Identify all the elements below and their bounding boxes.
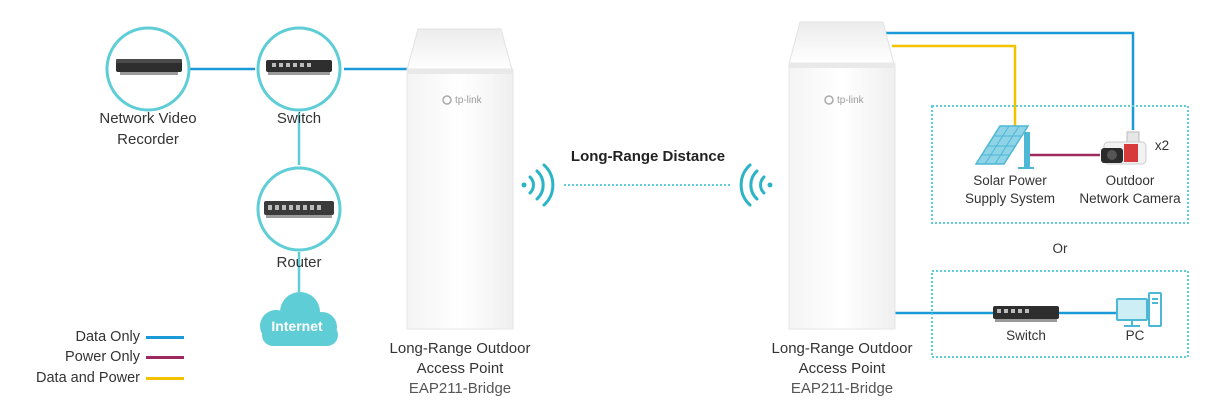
legend-label: Data Only: [75, 329, 140, 345]
ap-left-label-line2: Access Point: [416, 360, 504, 377]
router-node: [256, 166, 342, 252]
router-device-icon: [264, 201, 334, 218]
solar-label-line2: Supply System: [964, 191, 1056, 206]
solar-panel-icon: [974, 125, 1034, 169]
ap-right-model: EAP211-Bridge: [790, 380, 894, 397]
switch-pc-group-box: [931, 270, 1189, 358]
ap-right-label-line2: Access Point: [798, 360, 886, 377]
ap-right-brand: tp-link: [837, 95, 865, 106]
ap-left-label-line1: Long-Range Outdoor: [389, 340, 531, 357]
ap-right-device: [788, 21, 896, 330]
ap-left-brand: tp-link: [455, 95, 483, 106]
legend-item-data-and-power: Data and Power: [20, 368, 184, 388]
legend-item-data-only: Data Only: [20, 327, 184, 347]
camera-multiplier: x2: [1154, 138, 1170, 153]
ap-left-model: EAP211-Bridge: [408, 380, 512, 397]
camera-label-line2: Network Camera: [1079, 191, 1181, 206]
switch-left-node: [256, 26, 342, 112]
long-range-distance-label: Long-Range Distance: [570, 148, 726, 165]
solar-label-line1: Solar Power: [973, 173, 1047, 188]
ap-right-label-line1: Long-Range Outdoor: [771, 340, 913, 357]
switch-left-label: Switch: [276, 110, 322, 127]
camera-group-box: [931, 105, 1189, 224]
ap-camera-data-link: [884, 31, 1135, 130]
wireless-signal-right-icon: [739, 163, 773, 207]
nvr-label-line2: Recorder: [117, 131, 179, 148]
connections: [190, 31, 1135, 315]
pc-icon: [1116, 292, 1162, 327]
router-label: Router: [276, 254, 322, 271]
legend-label: Data and Power: [36, 370, 140, 386]
camera-icon: [1101, 131, 1147, 165]
switch-device-icon: [993, 306, 1059, 322]
pc-label: PC: [1125, 328, 1145, 343]
legend-swatch: [146, 376, 184, 380]
internet-label: Internet: [271, 318, 323, 334]
legend-item-power-only: Power Only: [20, 347, 184, 367]
switch-device-icon: [266, 60, 332, 75]
nvr-node: [105, 26, 191, 112]
ap-left-device: [406, 28, 514, 330]
nvr-label-line1: Network Video: [99, 110, 197, 127]
wireless-signal-left-icon: [521, 163, 555, 207]
camera-label-line1: Outdoor: [1105, 173, 1155, 188]
legend-swatch: [146, 335, 184, 339]
nvr-device-icon: [116, 59, 182, 75]
or-label: Or: [1052, 241, 1068, 256]
ap-solar-power-data-link: [892, 44, 1017, 130]
legend-swatch: [146, 355, 184, 359]
legend-label: Power Only: [65, 349, 140, 365]
cloud-icon: [260, 292, 338, 346]
switch-right-label: Switch: [1006, 328, 1046, 343]
